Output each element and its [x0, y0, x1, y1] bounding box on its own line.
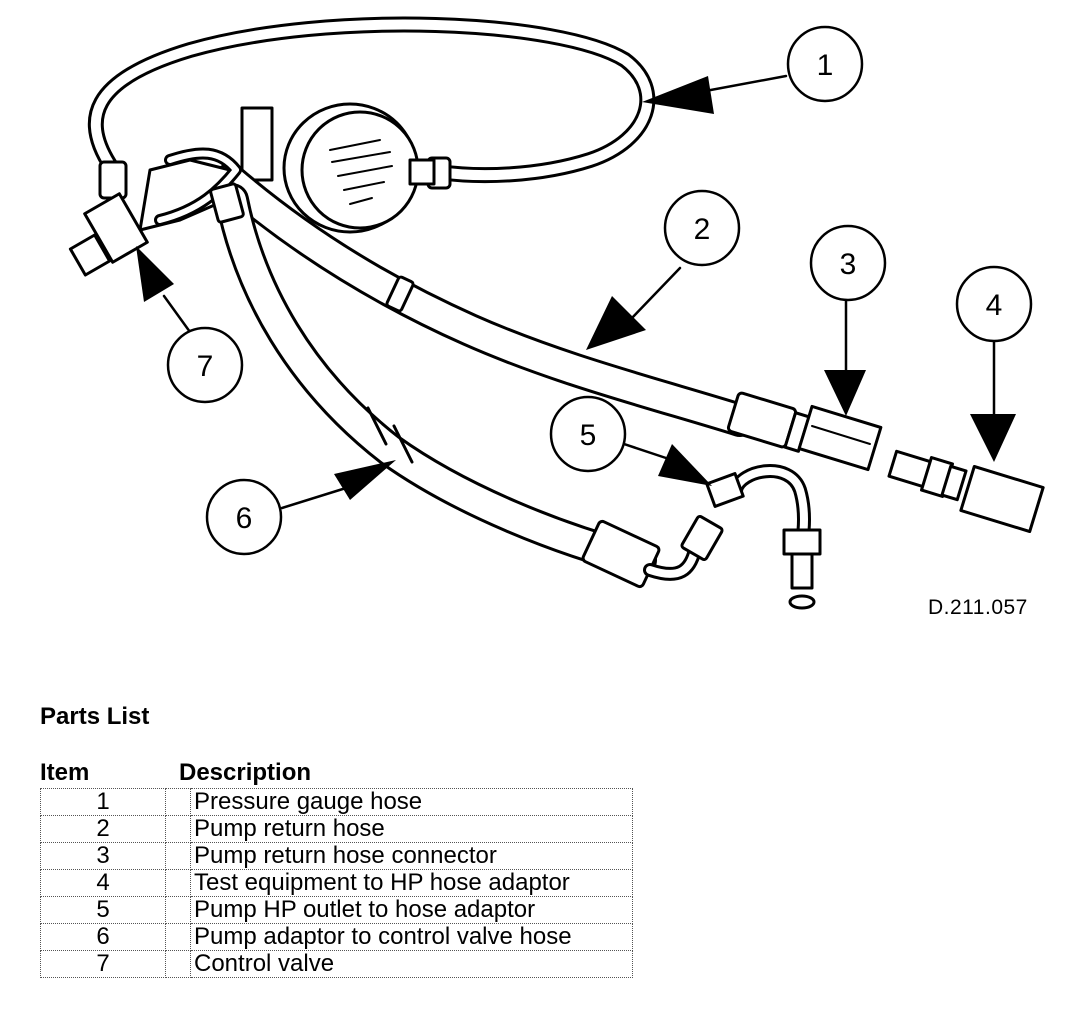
callout-3: 3: [809, 224, 887, 302]
callout-7: 7: [166, 326, 244, 404]
item-number: 1: [40, 788, 166, 816]
hose-assembly-diagram: 1 2 3 4 5 6 7: [68, 16, 1045, 610]
column-header-item: Item: [40, 759, 90, 786]
table-row: 5 Pump HP outlet to hose adaptor: [40, 896, 633, 924]
callout-2: 2: [663, 189, 741, 267]
control-valve: [68, 147, 245, 277]
item-number: 5: [40, 896, 166, 924]
callout-4: 4: [955, 265, 1033, 343]
table-row: 2 Pump return hose: [40, 815, 633, 843]
item-description: Pressure gauge hose: [190, 788, 633, 816]
table-row: 3 Pump return hose connector: [40, 842, 633, 870]
parts-list-title: Parts List: [40, 703, 150, 730]
table-row: 7 Control valve: [40, 950, 633, 978]
pressure-gauge: [240, 102, 436, 234]
svg-text:6: 6: [236, 502, 253, 535]
svg-text:7: 7: [197, 350, 214, 383]
callout-circles: 1 2 3 4 5 6 7: [166, 25, 1033, 556]
pump-hp-outlet-adaptor: [705, 464, 822, 610]
pump-return-hose: [213, 163, 811, 453]
svg-text:2: 2: [694, 213, 711, 246]
callout-arrows: [136, 74, 1016, 510]
item-number: 7: [40, 950, 166, 978]
pump-return-hose-connector: [797, 404, 883, 472]
parts-table: 1 Pressure gauge hose 2 Pump return hose…: [40, 788, 633, 978]
item-number: 6: [40, 923, 166, 951]
svg-text:4: 4: [986, 289, 1003, 322]
callout-5: 5: [549, 395, 627, 473]
item-number: 2: [40, 815, 166, 843]
control-valve-hose: [215, 183, 724, 589]
callout-6: 6: [205, 478, 283, 556]
table-row: 1 Pressure gauge hose: [40, 788, 633, 816]
diagram-reference: D.211.057: [928, 596, 1028, 619]
svg-text:1: 1: [817, 49, 834, 82]
item-description: Pump return hose: [190, 815, 633, 843]
item-description: Pump return hose connector: [190, 842, 633, 870]
pressure-gauge-hose: [87, 16, 656, 200]
item-number: 3: [40, 842, 166, 870]
table-row: 6 Pump adaptor to control valve hose: [40, 923, 633, 951]
item-description: Test equipment to HP hose adaptor: [190, 869, 633, 897]
item-number: 4: [40, 869, 166, 897]
item-description: Control valve: [190, 950, 633, 978]
item-description: Pump adaptor to control valve hose: [190, 923, 633, 951]
callout-1: 1: [786, 25, 864, 103]
table-row: 4 Test equipment to HP hose adaptor: [40, 869, 633, 897]
test-equipment-adaptor: [887, 449, 1045, 534]
column-header-description: Description: [179, 759, 312, 786]
item-description: Pump HP outlet to hose adaptor: [190, 896, 633, 924]
svg-text:3: 3: [840, 248, 857, 281]
svg-text:5: 5: [580, 419, 597, 452]
